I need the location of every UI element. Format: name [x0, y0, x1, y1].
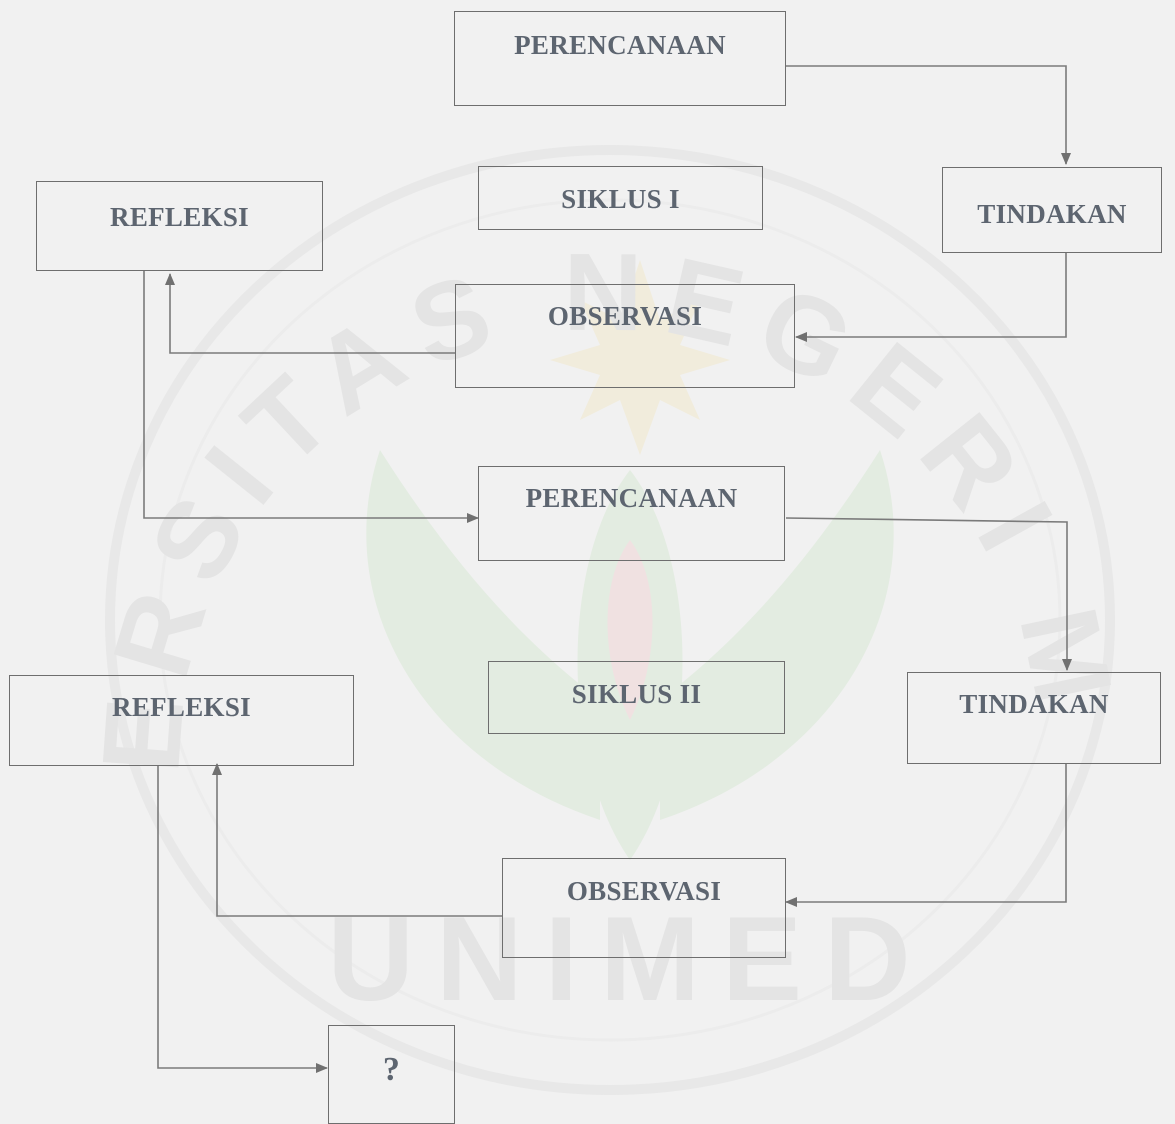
cycle2-reflection-box: REFLEKSI: [9, 675, 354, 766]
cycle2-planning-label: PERENCANAAN: [525, 483, 738, 513]
cycle2-observation-label: OBSERVASI: [566, 876, 722, 906]
watermark-sun: [550, 260, 730, 455]
cycle1-planning-box: PERENCANAAN: [454, 11, 786, 106]
cycle2-action-label: TINDAKAN: [959, 689, 1109, 719]
cycle1-planning-label: PERENCANAAN: [514, 30, 726, 60]
arrow-planning2-to-action2: [785, 517, 1072, 671]
arrow-reflection2-to-next: [157, 765, 328, 1073]
arrow-action1-to-observation1: [795, 253, 1067, 342]
watermark-inner-ring: [158, 198, 1062, 1042]
cycle1-label-box: SIKLUS I: [478, 166, 763, 230]
cycle1-action-box: TINDAKAN: [942, 167, 1162, 253]
watermark-outer-ring: [105, 145, 1115, 1095]
watermark-flame: [607, 540, 653, 720]
next-cycle-label: ?: [382, 1051, 401, 1088]
cycle2-observation-box: OBSERVASI: [502, 858, 786, 958]
cycle2-label-box: SIKLUS II: [488, 661, 785, 734]
arrow-reflection1-to-planning2: [143, 271, 479, 523]
arrow-observation2-to-reflection2: [212, 763, 503, 917]
next-cycle-box: ?: [328, 1025, 455, 1124]
cycle1-observation-box: OBSERVASI: [455, 284, 795, 388]
cycle1-action-label: TINDAKAN: [977, 199, 1127, 229]
arrow-planning1-to-action1: [785, 65, 1071, 165]
cycle1-label: SIKLUS I: [561, 184, 680, 214]
cycle1-reflection-label: REFLEKSI: [110, 202, 249, 232]
cycle2-action-box: TINDAKAN: [907, 672, 1161, 764]
arrow-observation1-to-reflection1: [165, 273, 456, 354]
watermark-leaf-left: [366, 450, 600, 820]
cycle1-observation-label: OBSERVASI: [547, 301, 703, 331]
cycle2-label: SIKLUS II: [571, 679, 702, 709]
watermark-bottom-text: UNIMED: [327, 892, 932, 1026]
cycle2-reflection-label: REFLEKSI: [112, 692, 251, 722]
cycle1-reflection-box: REFLEKSI: [36, 181, 323, 271]
arrow-action2-to-observation2: [785, 763, 1067, 907]
watermark-leaf-right: [660, 450, 894, 820]
cycle2-planning-box: PERENCANAAN: [478, 466, 785, 561]
